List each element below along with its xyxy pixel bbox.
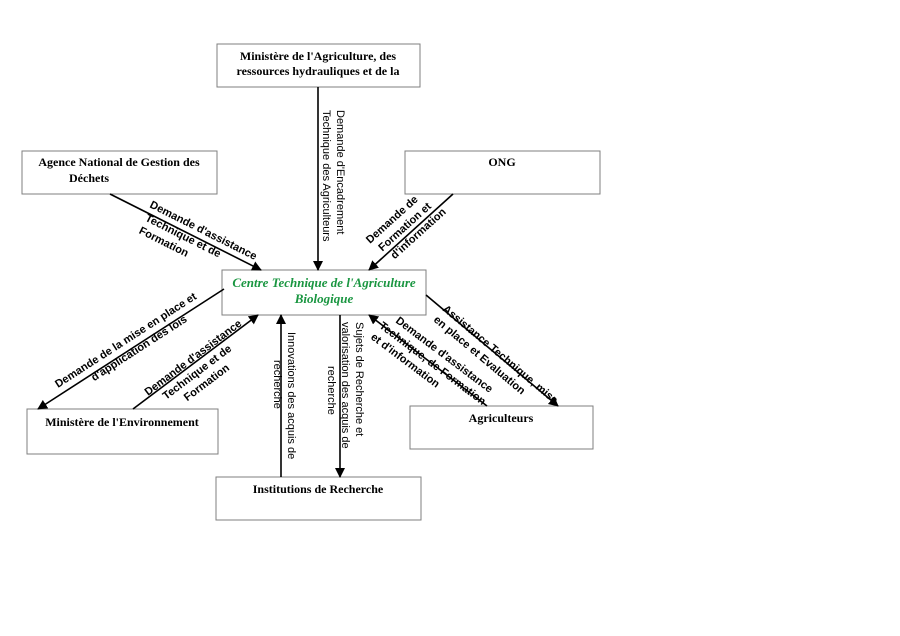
box-ministere-agriculture-line2: ressources hydrauliques et de la [237, 64, 400, 78]
box-institutions-recherche: Institutions de Recherche [215, 476, 422, 521]
box-agence-dechets-line1: Agence National de Gestion des [38, 155, 200, 169]
label-center-to-agriculteurs-line1: Assistance Technique, mise [440, 303, 560, 406]
label-ong-to-center: Demande de Formation et d'information [364, 194, 449, 262]
label-min-agri-to-center: Demande d'Encadrement Technique des Agri… [320, 110, 346, 242]
box-agriculteurs: Agriculteurs [409, 405, 594, 450]
box-agriculteurs-line1: Agriculteurs [469, 411, 534, 425]
arrow-center-to-min-env [37, 288, 225, 410]
box-ministere-environnement: Ministère de l'Environnement [26, 408, 219, 455]
label-institutions-to-center-line2: recherche [271, 360, 283, 409]
label-institutions-to-center: Innovations des acquis de recherche [271, 332, 297, 459]
label-min-agri-to-center-line1: Demande d'Encadrement [334, 110, 346, 234]
box-centre-technique: Centre Technique de l'Agriculture Biolog… [221, 269, 427, 316]
label-agriculteurs-to-center: Demande d'assistance Technique, de Forma… [368, 315, 494, 408]
label-min-agri-to-center-line2: Technique des Agriculteurs [320, 110, 332, 242]
label-center-to-institutions-line3: recherche [325, 366, 337, 415]
arrow-min-env-to-center [132, 314, 259, 410]
arrow-ong-to-center [368, 193, 454, 271]
box-centre-technique-line2: Biologique [294, 291, 354, 306]
box-ministere-environnement-line1: Ministère de l'Environnement [45, 415, 199, 429]
arrow-center-to-agriculteurs [425, 294, 559, 407]
box-centre-technique-line1: Centre Technique de l'Agriculture [232, 275, 416, 290]
box-ministere-agriculture: Ministère de l'Agriculture, des ressourc… [216, 43, 421, 88]
arrow-agence-to-center [109, 193, 262, 271]
box-ministere-agriculture-line1: Ministère de l'Agriculture, des [240, 49, 397, 63]
label-center-to-institutions-line2: valorisation des acquis de [339, 322, 351, 449]
box-agence-dechets-line2: Déchets [69, 171, 109, 185]
box-ong-line1: ONG [488, 155, 515, 169]
box-institutions-recherche-line1: Institutions de Recherche [253, 482, 384, 496]
box-ong: ONG [404, 150, 601, 195]
label-center-to-institutions-line1: Sujets de Recherche et [353, 322, 365, 436]
box-agence-dechets: Agence National de Gestion des Déchets [21, 150, 218, 195]
label-institutions-to-center-line1: Innovations des acquis de [285, 332, 297, 459]
arrow-agriculteurs-to-center [368, 314, 488, 407]
label-center-to-institutions: Sujets de Recherche et valorisation des … [325, 322, 365, 449]
